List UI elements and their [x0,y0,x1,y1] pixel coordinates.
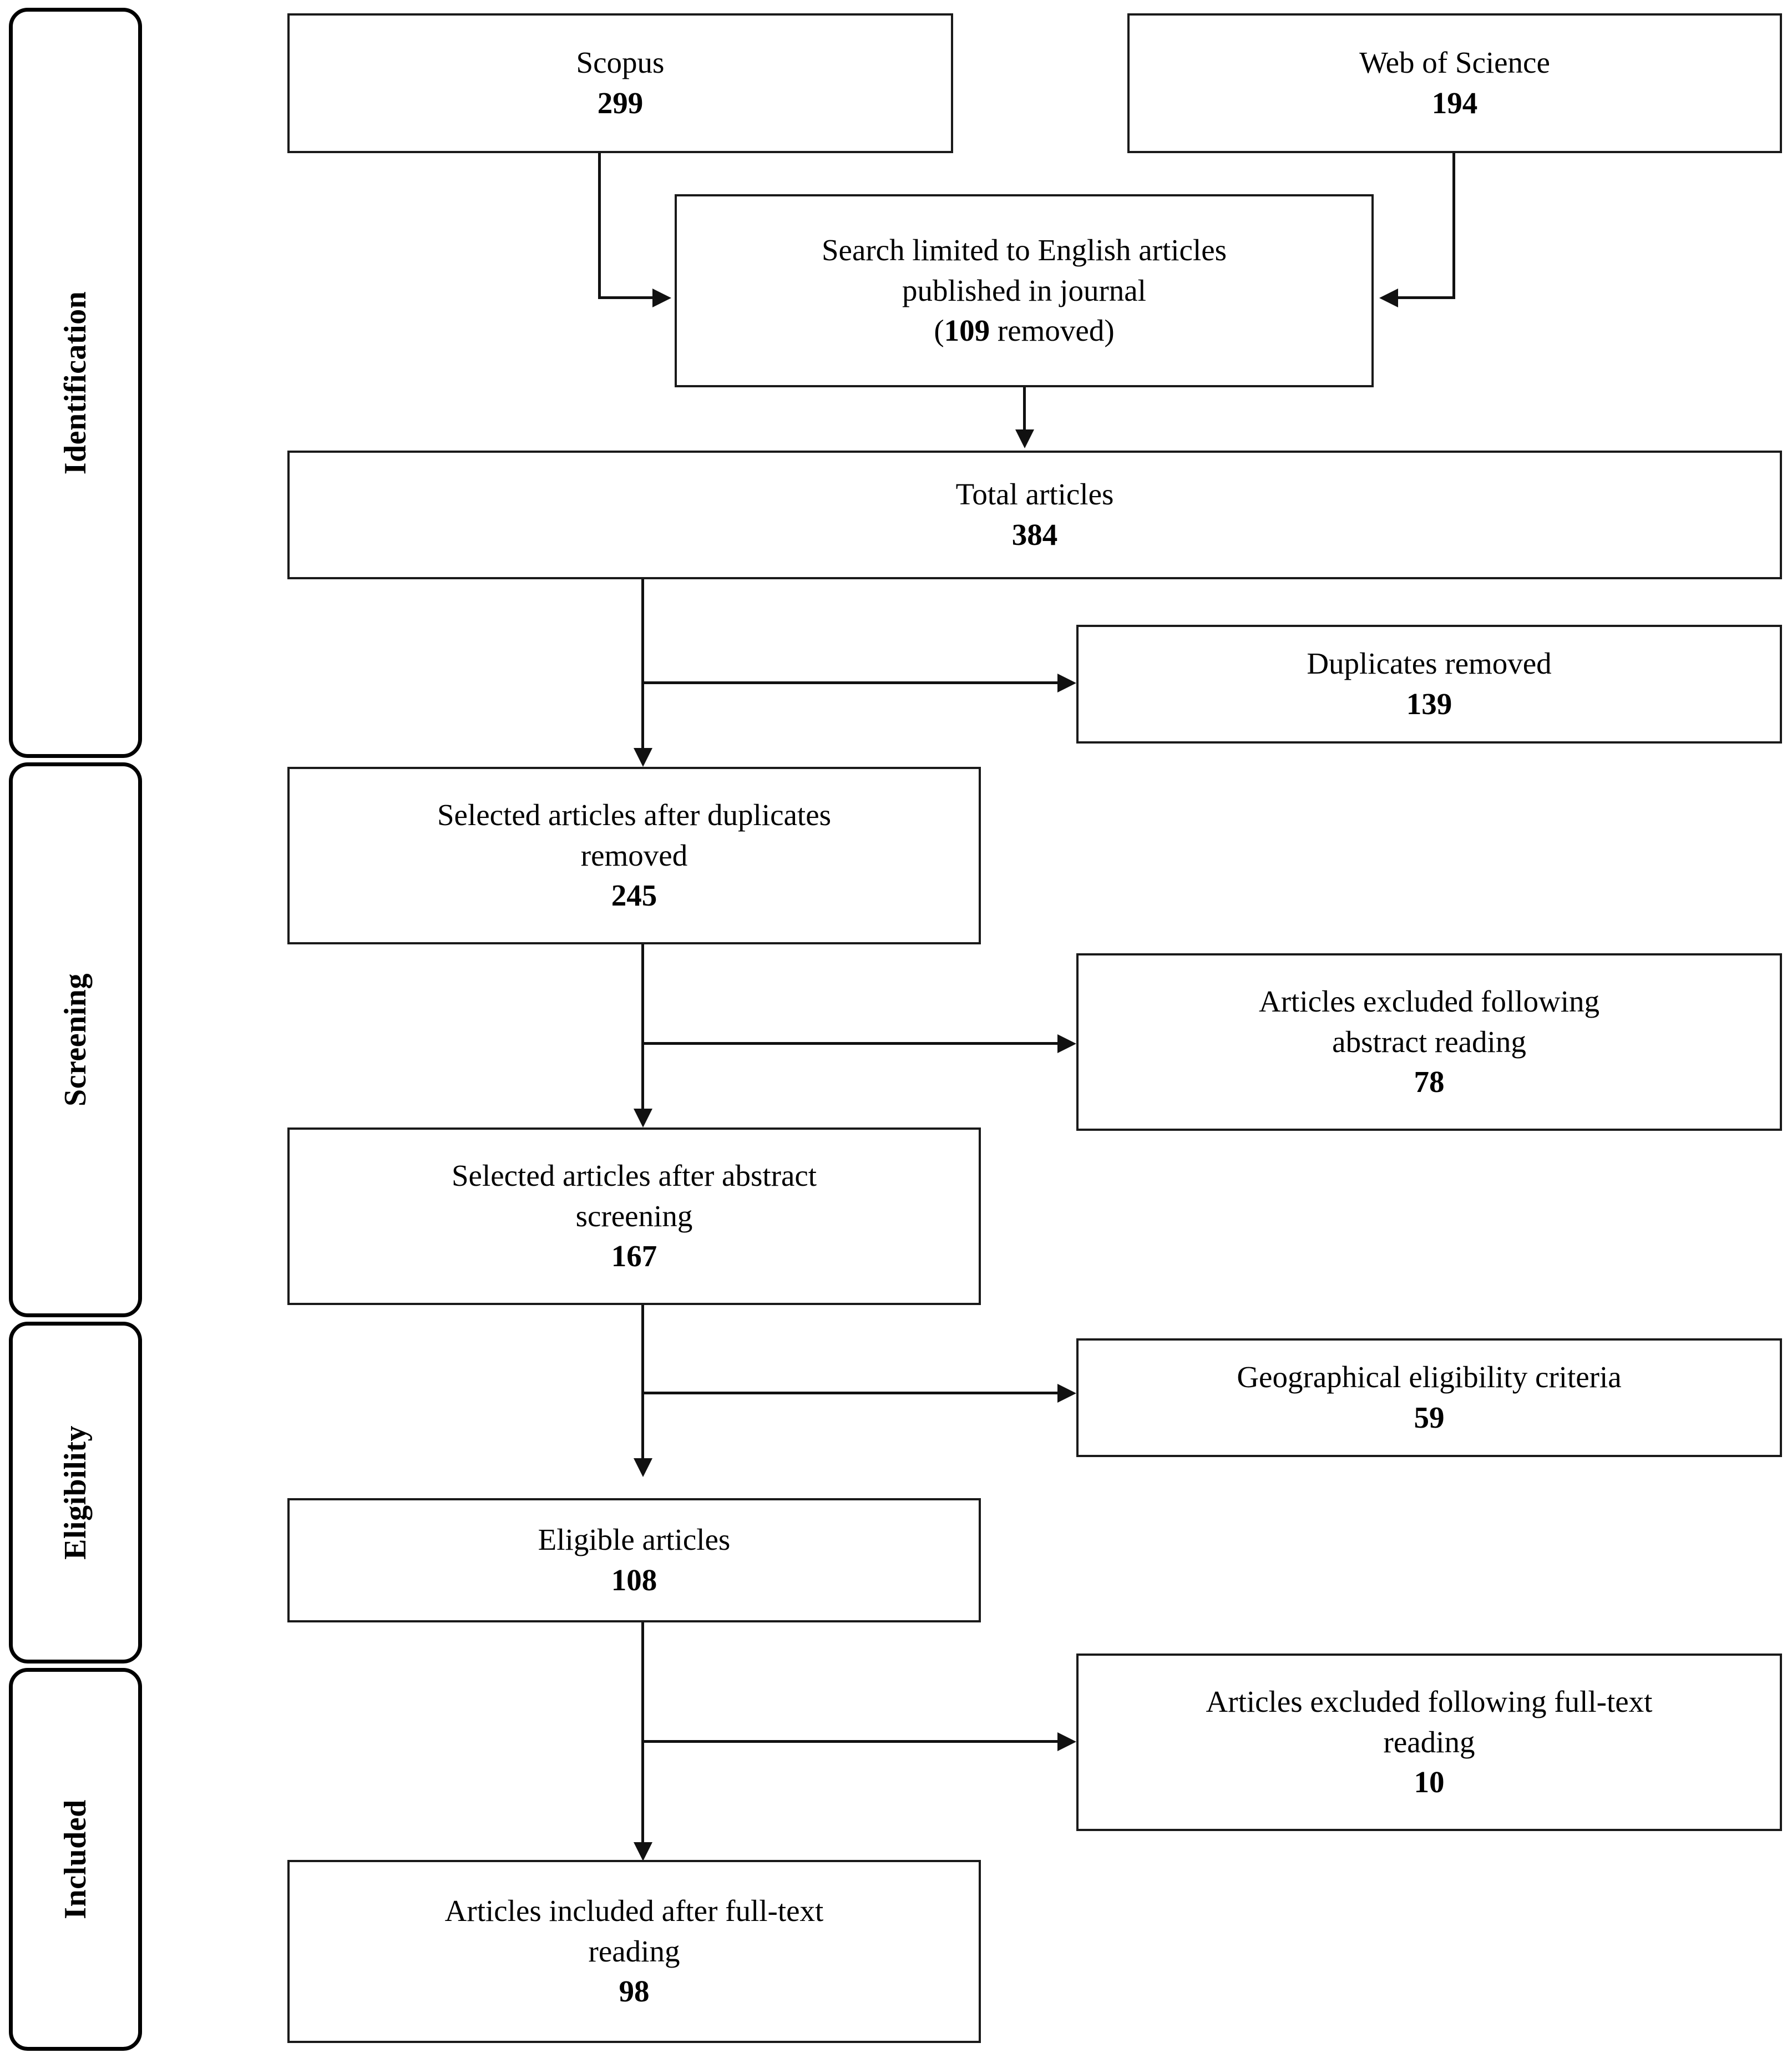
connector-total-to-after-dupes-arrowhead [634,748,652,767]
connector-eligible-to-included-arrowhead [634,1842,652,1861]
scopus-count: 299 [597,86,644,120]
connector-wos-arrowhead [1379,289,1398,307]
excl-fulltext-line2: reading [1383,1725,1475,1759]
connector-afterdupes-to-exclabstract-arrowhead [1057,1034,1076,1053]
connector-afterabstract-to-geo-horizontal [641,1392,1057,1394]
box-selected-after-duplicates: Selected articles after duplicates remov… [287,767,981,944]
included-line2: reading [588,1934,680,1968]
connector-afterdupes-to-afterabstract-vertical [641,944,644,1111]
connector-eligible-to-exclfulltext-horizontal [641,1740,1057,1743]
stage-pill-screening: Screening [9,762,142,1317]
excl-abstract-line1: Articles excluded following [1259,984,1599,1019]
after-dupes-line2: removed [580,838,688,872]
geo-criteria-count: 59 [1414,1400,1445,1434]
box-excluded-fulltext-reading: Articles excluded following full-text re… [1076,1654,1782,1831]
connector-afterabstract-to-geo-arrowhead [1057,1384,1076,1403]
excl-fulltext-count: 10 [1414,1765,1445,1799]
box-web-of-science: Web of Science 194 [1127,13,1782,153]
excl-abstract-line2: abstract reading [1332,1024,1526,1059]
box-scopus: Scopus 299 [287,13,953,153]
stage-label-eligibility: Eligibility [58,1425,93,1560]
box-selected-after-abstract-screening: Selected articles after abstract screeni… [287,1127,981,1305]
after-abstract-line1: Selected articles after abstract [451,1159,817,1193]
connector-scopus-arrowhead [652,289,671,307]
stage-pill-eligibility: Eligibility [9,1322,142,1663]
stage-label-screening: Screening [58,973,93,1106]
connector-language-to-total-vertical [1023,387,1026,431]
box-total-articles: Total articles 384 [287,451,1782,579]
stage-pill-included: Included [9,1668,142,2051]
scopus-title: Scopus [576,45,665,80]
box-eligible-articles: Eligible articles 108 [287,1498,981,1622]
total-articles-title: Total articles [955,477,1114,512]
box-articles-included: Articles included after full-text readin… [287,1860,981,2043]
language-filter-line2: published in journal [902,273,1146,307]
stage-label-identification: Identification [58,291,93,475]
wos-count: 194 [1431,86,1478,120]
wos-title: Web of Science [1359,45,1550,80]
connector-afterdupes-to-afterabstract-arrowhead [634,1109,652,1127]
connector-afterabstract-to-eligible-arrowhead [634,1458,652,1477]
included-line1: Articles included after full-text [444,1894,824,1928]
connector-scopus-vertical [598,153,601,299]
removed-rest: removed) [990,313,1115,348]
connector-eligible-to-exclfulltext-arrowhead [1057,1732,1076,1751]
box-geographical-eligibility-criteria: Geographical eligibility criteria 59 [1076,1338,1782,1457]
connector-language-to-total-arrowhead [1015,429,1034,448]
stage-label-included: Included [58,1799,93,1919]
included-count: 98 [619,1974,650,2009]
connector-scopus-horizontal [598,296,652,299]
connector-total-to-duplicates-arrowhead [1057,674,1076,692]
geo-criteria-title: Geographical eligibility criteria [1237,1360,1622,1394]
language-filter-removed: (109 removed) [934,311,1114,351]
connector-wos-vertical [1452,153,1455,299]
duplicates-count: 139 [1406,687,1452,721]
connector-eligible-to-included-vertical [641,1622,644,1844]
box-duplicates-removed: Duplicates removed 139 [1076,625,1782,744]
after-dupes-line1: Selected articles after duplicates [437,798,832,832]
box-language-filter: Search limited to English articles publi… [675,194,1374,387]
connector-afterabstract-to-eligible-vertical [641,1305,644,1460]
connector-total-to-duplicates-horizontal [641,681,1057,684]
connector-total-to-after-dupes-vertical [641,579,644,750]
excl-fulltext-line1: Articles excluded following full-text [1206,1685,1653,1719]
eligible-title: Eligible articles [538,1523,731,1557]
excl-abstract-count: 78 [1414,1065,1445,1099]
stage-pill-identification: Identification [9,8,142,758]
removed-count: 109 [944,313,990,348]
connector-wos-horizontal [1398,296,1455,299]
total-articles-count: 384 [1011,518,1058,552]
after-dupes-count: 245 [611,878,657,913]
language-filter-line1: Search limited to English articles [821,233,1227,267]
after-abstract-count: 167 [611,1239,657,1273]
eligible-count: 108 [611,1563,657,1597]
box-excluded-abstract-reading: Articles excluded following abstract rea… [1076,953,1782,1131]
removed-paren-open: ( [934,313,944,348]
after-abstract-line2: screening [575,1199,693,1233]
connector-afterdupes-to-exclabstract-horizontal [641,1042,1057,1045]
duplicates-title: Duplicates removed [1307,646,1552,681]
